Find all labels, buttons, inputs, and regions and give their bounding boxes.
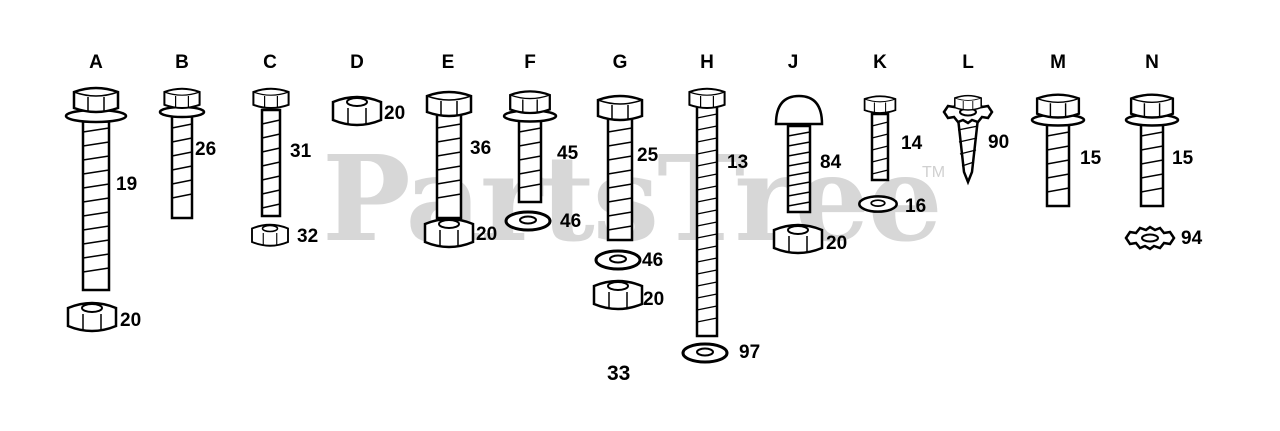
nut-c — [251, 223, 289, 247]
column-letter-l: L — [962, 52, 974, 73]
bolt-k — [863, 95, 897, 182]
column-letter-c: C — [263, 52, 277, 73]
callout-g-washer: 46 — [642, 250, 664, 271]
nut-e — [423, 217, 475, 249]
washer-g — [594, 249, 642, 271]
callout-d-nut: 20 — [384, 103, 406, 124]
callout-g-nut: 20 — [643, 289, 665, 310]
column-letter-f: F — [524, 52, 536, 73]
callout-m-bolt: 15 — [1080, 148, 1102, 169]
callout-n-bolt: 15 — [1172, 148, 1194, 169]
bolt-m — [1030, 93, 1086, 208]
bolt-b — [158, 87, 206, 220]
callout-b-bolt: 26 — [195, 139, 217, 160]
column-letter-a: A — [89, 52, 103, 73]
washer-k — [858, 195, 898, 213]
carriage-bolt-j — [774, 94, 824, 214]
bolt-e — [425, 90, 473, 220]
column-letter-m: M — [1050, 52, 1066, 73]
callout-j-nut: 20 — [826, 233, 848, 254]
bolt-h — [688, 87, 726, 338]
callout-h-bolt: 13 — [727, 152, 749, 173]
column-letter-e: E — [441, 52, 455, 73]
bolt-n — [1124, 93, 1180, 208]
washer-f — [504, 210, 552, 232]
bolt-c — [252, 87, 290, 218]
callout-f-bolt: 45 — [557, 143, 579, 164]
column-letter-j: J — [787, 52, 799, 73]
nut-j — [772, 223, 824, 255]
callout-e-bolt: 36 — [470, 138, 492, 159]
star-washer-n — [1124, 225, 1176, 251]
column-letter-d: D — [350, 52, 364, 73]
bolt-g — [596, 94, 644, 242]
callout-j-bolt: 84 — [820, 152, 842, 173]
trademark-mark: TM — [922, 164, 946, 181]
bolt-f — [502, 90, 558, 204]
callout-f-washer: 46 — [560, 211, 582, 232]
callout-g-bolt: 25 — [637, 145, 659, 166]
callout-a-nut: 20 — [120, 310, 142, 331]
callout-a-bolt: 19 — [116, 174, 138, 195]
nut-a — [66, 301, 118, 333]
callout-c-nut: 32 — [297, 226, 319, 247]
column-letter-g: G — [612, 52, 628, 73]
assembly-callout: 33 — [607, 362, 631, 385]
column-letter-b: B — [175, 52, 189, 73]
screw-l — [942, 94, 994, 186]
column-letter-h: H — [700, 52, 714, 73]
bolt-a — [64, 86, 128, 292]
callout-e-nut: 20 — [476, 224, 498, 245]
column-letter-k: K — [873, 52, 887, 73]
nut-d — [331, 95, 383, 127]
callout-n-washer: 94 — [1181, 228, 1203, 249]
callout-l-screw: 90 — [988, 132, 1010, 153]
callout-c-bolt: 31 — [290, 141, 312, 162]
callout-h-washer: 97 — [739, 342, 761, 363]
washer-h — [681, 342, 729, 364]
nut-g — [592, 279, 644, 311]
callout-k-bolt: 14 — [901, 133, 923, 154]
callout-k-washer: 16 — [905, 196, 927, 217]
column-letter-n: N — [1145, 52, 1159, 73]
